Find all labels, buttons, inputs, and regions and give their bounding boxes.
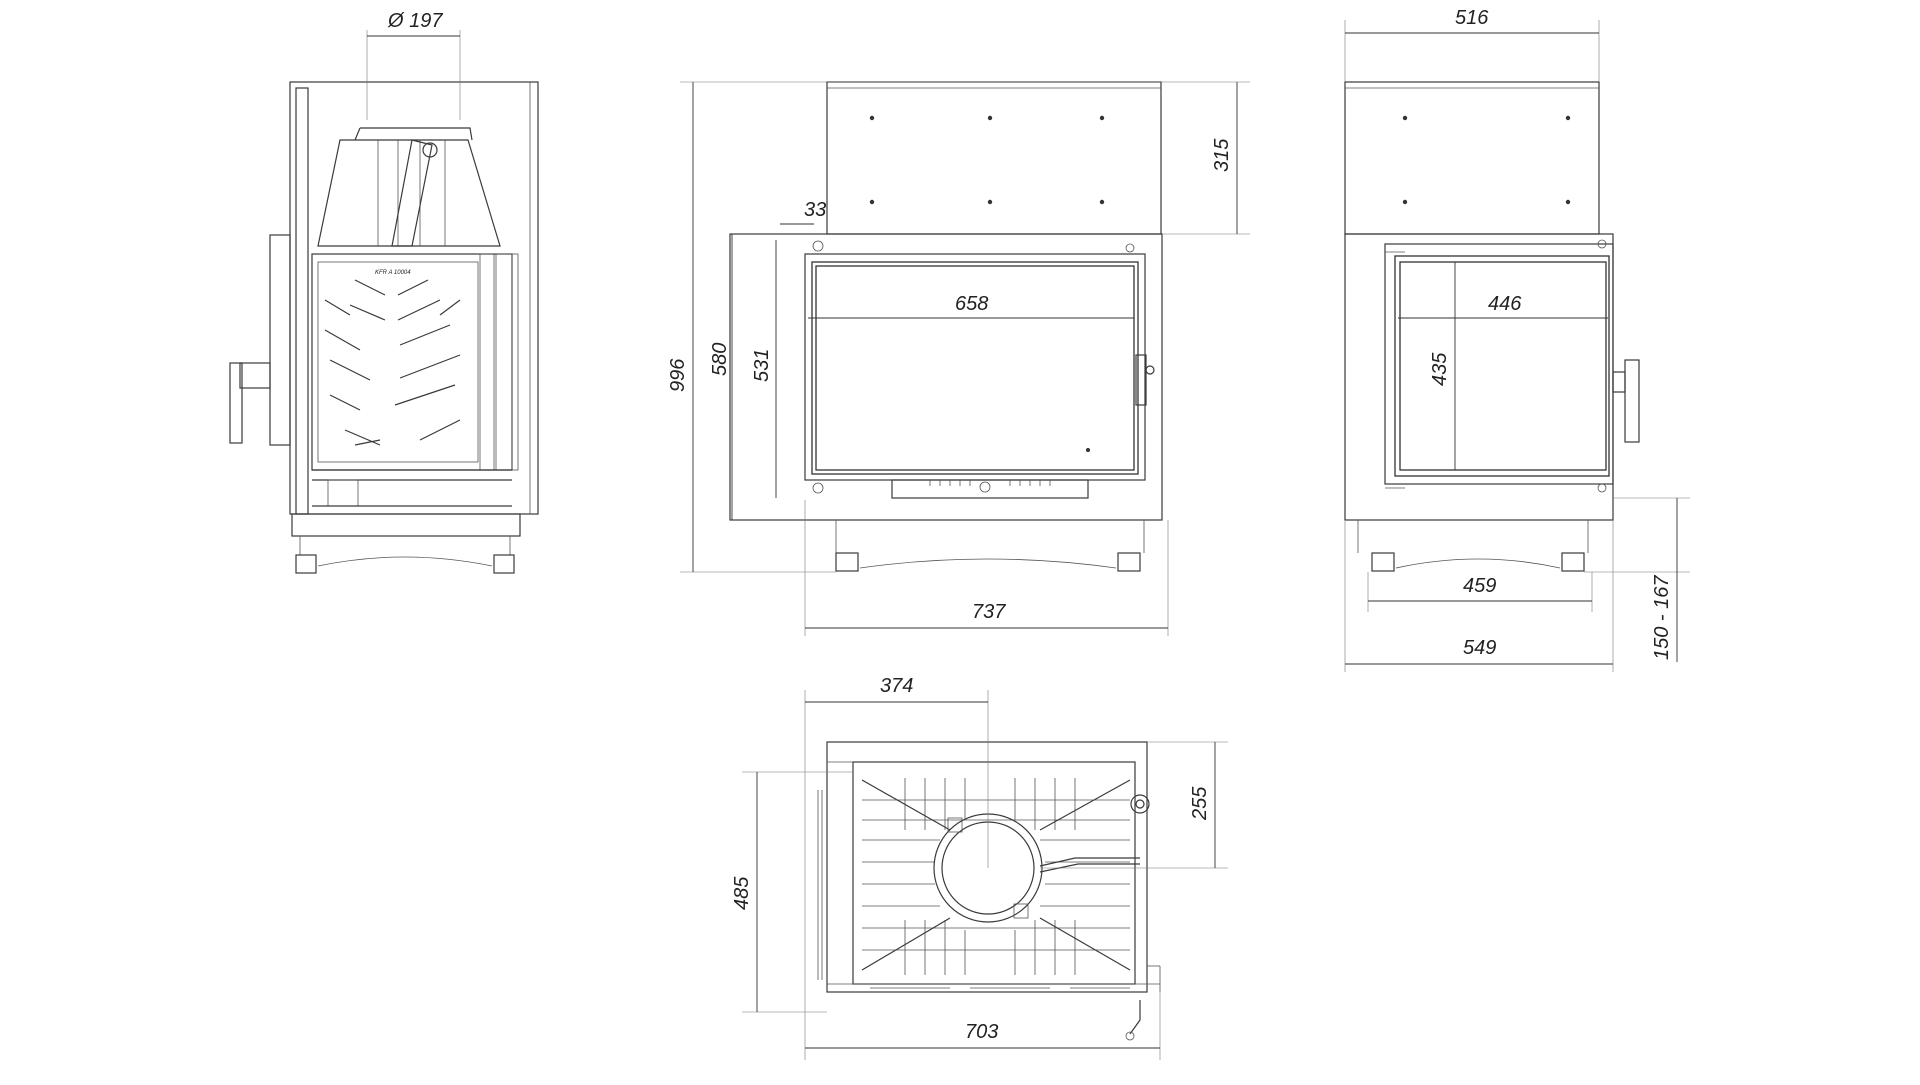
flue-offset-label: 374 — [880, 675, 913, 697]
total-height-label: 996 — [667, 358, 689, 392]
hood-height-label: 315 — [1211, 138, 1233, 172]
glass-width-side-label: 446 — [1488, 293, 1522, 315]
flue-diameter-label: Ø 197 — [387, 10, 443, 32]
plan-width-label: 703 — [965, 1021, 998, 1043]
flue-depth-label: 255 — [1189, 786, 1211, 821]
casing-height-label: 580 — [709, 343, 731, 376]
glass-height-side-label: 435 — [1429, 352, 1451, 386]
side-top-width-label: 516 — [1455, 7, 1489, 29]
door-offset-label: 33 — [804, 199, 826, 221]
side-inner-width-label: 459 — [1463, 575, 1496, 597]
plate-label: KFR A 10004 — [375, 270, 411, 276]
hood-bolts — [869, 115, 1105, 205]
glass-width-front-label: 658 — [955, 293, 988, 315]
front-view: 996 580 531 315 33 658 737 — [667, 81, 1250, 636]
side-section-view: KFR A 10004 Ø 197 — [229, 10, 539, 574]
side-view: 516 446 435 150 - 167 459 549 — [1344, 7, 1690, 672]
side-total-width-label: 549 — [1463, 637, 1496, 659]
side-hood-bolts — [1402, 115, 1571, 205]
leg-height-label: 150 - 167 — [1651, 575, 1673, 660]
plan-view: 374 255 485 703 — [731, 675, 1228, 1060]
front-width-label: 737 — [972, 601, 1006, 623]
door-height-label: 531 — [751, 349, 773, 382]
plan-depth-label: 485 — [731, 876, 753, 910]
